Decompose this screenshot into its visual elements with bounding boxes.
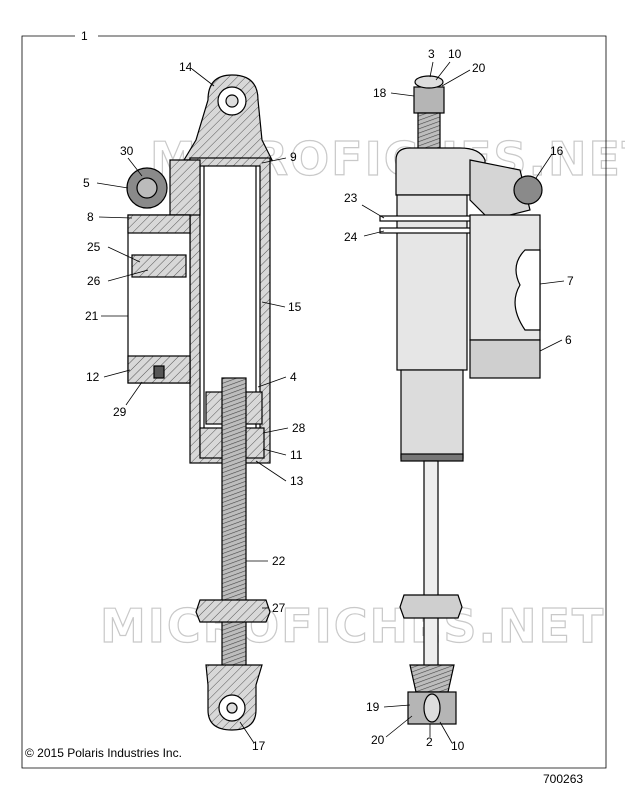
band-24 [379, 227, 483, 234]
callout-3: 3 [428, 47, 435, 61]
body-lower [400, 369, 464, 459]
callout-14: 14 [179, 60, 193, 74]
top-spacer [413, 86, 445, 114]
body-upper [395, 147, 486, 196]
frame-border [21, 35, 607, 769]
bumper-right [399, 594, 463, 619]
watermark-bottom: MICROFICHES.NET [100, 599, 605, 653]
adjuster-knob-inner [136, 177, 158, 199]
callout-21: 21 [85, 309, 99, 323]
reservoir-cap-right [469, 339, 541, 379]
callout-28: 28 [292, 421, 306, 435]
reservoir-label [514, 249, 541, 331]
body-ring [400, 453, 464, 462]
callout-18: 18 [373, 86, 387, 100]
callout-8: 8 [87, 210, 94, 224]
callout-13: 13 [290, 474, 304, 488]
figure-number: 700263 [543, 772, 583, 786]
callout-24: 24 [344, 230, 358, 244]
leader-lines [96, 61, 565, 744]
callout-12: 12 [86, 370, 100, 384]
callout-10-bottom: 10 [451, 739, 465, 753]
callout-20-top: 20 [472, 61, 486, 75]
callout-2: 2 [426, 735, 433, 749]
reservoir-piston [131, 254, 187, 278]
callout-11: 11 [290, 448, 303, 462]
band-23 [379, 215, 483, 222]
callout-7: 7 [567, 274, 574, 288]
callout-30: 30 [120, 144, 134, 158]
callout-6: 6 [565, 333, 572, 347]
callout-29: 29 [113, 405, 127, 419]
reservoir-cap [127, 214, 191, 234]
callout-27: 27 [272, 601, 286, 615]
callout-16: 16 [550, 144, 564, 158]
reservoir-plug [153, 365, 165, 379]
adjuster-knob-16 [513, 175, 543, 205]
bottom-eyelet-right [423, 693, 441, 723]
reservoir-bridge [169, 159, 201, 216]
callout-4: 4 [290, 370, 297, 384]
top-mount-neck [417, 112, 441, 151]
top-eyelet-right [414, 75, 444, 89]
callout-17: 17 [252, 739, 266, 753]
bumper [195, 599, 271, 623]
frame-label: 1 [81, 29, 88, 43]
callout-10-top: 10 [448, 47, 462, 61]
top-eyelet-pin [225, 94, 239, 108]
body-main [396, 194, 468, 371]
callout-26: 26 [87, 274, 101, 288]
callout-20-bottom: 20 [371, 733, 385, 747]
callouts: 14 30 9 5 8 25 26 21 15 12 29 4 28 11 13… [83, 47, 574, 753]
bottom-mount-right [409, 664, 455, 693]
left-shock-section [126, 74, 273, 731]
copyright-text: © 2015 Polaris Industries Inc. [25, 746, 182, 760]
callout-19: 19 [366, 700, 380, 714]
bottom-eyelet-pin [226, 702, 238, 714]
callout-25: 25 [87, 240, 101, 254]
callout-22: 22 [272, 554, 286, 568]
callout-15: 15 [288, 300, 302, 314]
shaft-right [423, 460, 439, 672]
callout-5: 5 [83, 176, 90, 190]
callout-23: 23 [344, 191, 358, 205]
reservoir-body [127, 214, 191, 384]
callout-9: 9 [290, 150, 297, 164]
shaft [221, 377, 247, 689]
right-shock-exterior [379, 75, 543, 725]
